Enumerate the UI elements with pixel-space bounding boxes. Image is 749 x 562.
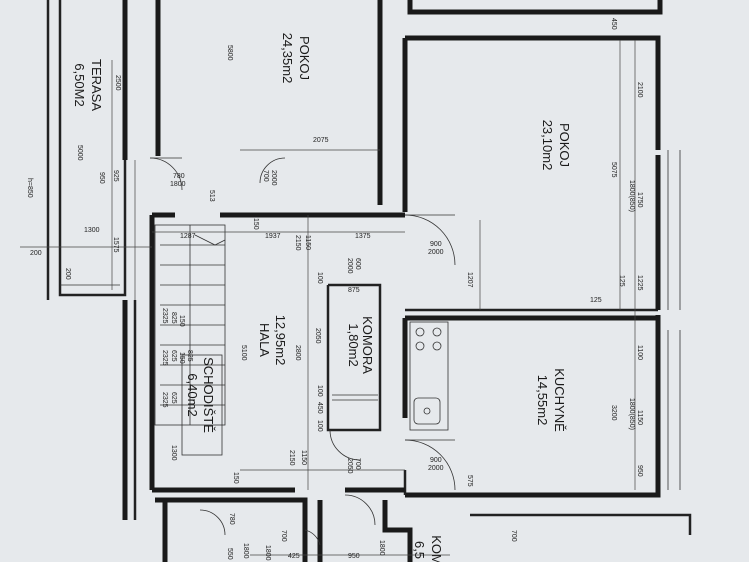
dim-label: 2150 [288,450,295,466]
dim-label: 925 [112,170,119,182]
room-area-hala: 12,95m2 [273,315,288,366]
dim-label: 625 [170,392,177,404]
room-name-komora: KOMORA [360,316,375,374]
room-name-schodiste: SCHODIŠTĚ [201,357,216,433]
dim-label: 700 [262,170,269,182]
dim-label: 2325 [161,350,168,366]
dim-label: 2050 [314,328,321,344]
staircase [154,224,226,456]
room-area-terasa: 6,50M2 [72,63,87,106]
dim-label: 825 [186,350,193,362]
dim-label: 1800(850) [628,398,635,430]
dim-label: 1800 [242,543,249,559]
dim-label: 450 [610,18,617,30]
dim-label: 1207 [466,272,473,288]
dim-label: 1575 [112,237,119,253]
dimension-numbers: 5800 2500 5000 950 925 1300 1575 200 200… [26,18,643,561]
dim-label: 100 [316,385,323,397]
dim-label: 150 [252,218,259,230]
dim-label: 1150 [636,410,643,425]
room-labels: POKOJ 24,35m2 TERASA 6,50M2 POKOJ 23,10m… [72,33,572,562]
dim-label: 2500 [114,75,121,91]
dim-label: 1100 [636,345,643,360]
dim-label: 2000 [428,465,444,472]
dim-label: 100 [316,272,323,284]
dim-label: 1800 [170,181,186,188]
dim-label: 2075 [313,137,329,144]
dim-label: 150 [178,352,185,364]
dim-label: 1800(850) [628,180,635,212]
room-name-pokoj-top: POKOJ [297,36,312,80]
dim-label: 150 [232,472,239,484]
dim-label: 1300 [84,227,100,234]
dim-label: 625 [170,350,177,362]
dim-label: 125 [590,297,602,304]
dim-label: 700 [510,530,517,542]
dim-label: 2325 [161,308,168,324]
room-area-komora: 1,80m2 [346,323,361,366]
dim-label: 150 [178,315,185,327]
dim-label: 2000 [428,249,444,256]
dim-label: 875 [348,287,360,294]
dimension-lines [20,40,636,556]
dim-label: 425 [288,553,300,560]
room-area-schodiste: 6,40m2 [185,373,200,416]
dim-label: 100 [316,420,323,432]
dim-label: 780 [228,513,235,525]
room-name-kuchyne: KUCHYNĚ [552,368,567,432]
dim-label: 1937 [265,233,281,240]
room-name-terasa: TERASA [89,59,104,111]
dim-label: 513 [208,190,215,202]
dim-label: 1225 [636,275,643,291]
kitchen-fixtures [409,321,449,431]
room-name-hala: HALA [257,323,272,357]
walls [46,0,692,562]
room-area-pokoj-right: 23,10m2 [540,120,555,171]
room-area-kuchyne: 14,55m2 [535,375,550,426]
dim-label: 900 [430,457,442,464]
dim-label: 2325 [161,392,168,408]
dim-label: 1375 [355,233,371,240]
dim-label: 700 [354,458,361,470]
dim-label: 3200 [610,405,617,421]
room-name-pokoj-right: POKOJ [557,123,572,167]
dim-label: 1150 [304,235,311,250]
dim-label: 5075 [610,162,617,178]
dim-label: 200 [30,250,42,257]
dim-label: h=850 [26,178,33,198]
dim-label: 550 [226,548,233,560]
dim-label: 1800 [264,545,271,561]
dim-label: 2000 [270,170,277,186]
dim-label: 825 [170,312,177,324]
dim-label: 575 [466,475,473,487]
dim-label: 200 [64,268,71,280]
doors [149,157,456,546]
dim-label: 600 [354,258,361,270]
dim-label: 1800 [378,540,385,556]
room-area-pokoj-top: 24,35m2 [280,33,295,84]
dim-label: 2800 [294,345,301,361]
dim-label: 1300 [170,445,177,461]
dim-label: 125 [618,275,625,287]
dim-label: 950 [98,172,105,184]
dim-label: 5000 [76,145,83,161]
dim-label: 450 [316,402,323,414]
dim-label: 1287 [180,233,196,240]
dim-label: 2150 [294,235,301,251]
dim-label: 700 [280,530,287,542]
dim-label: 950 [348,553,360,560]
dim-label: 780 [173,173,185,180]
dim-label: 1150 [300,450,307,465]
dim-label: 5800 [226,45,233,61]
dim-label: 2000 [346,258,353,274]
dim-label: 5100 [240,345,247,361]
dim-label: 900 [430,241,442,248]
dim-label: 2050 [346,458,353,474]
dim-label: 1750 [636,192,643,208]
dim-label: 2100 [636,82,643,98]
room-area-kom-bottom: 6,5 [412,541,427,559]
room-name-kom-bottom: KOM [429,535,444,562]
dim-label: 950 [636,465,643,477]
